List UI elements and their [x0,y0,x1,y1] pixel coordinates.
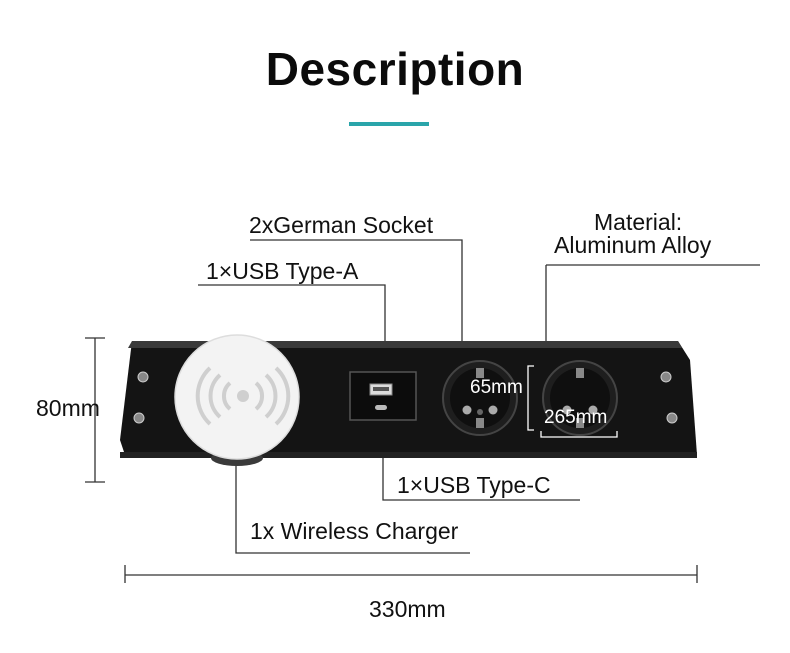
usb-module [349,371,417,421]
label-usb-c: 1×USB Type-C [397,472,551,498]
screw-hole-icon [137,371,149,383]
label-german-socket: 2xGerman Socket [249,212,434,238]
socket-height-bracket [527,365,534,431]
label-material-value: Aluminum Alloy [554,232,712,258]
label-usb-a: 1×USB Type-A [206,258,359,284]
leader-wireless [235,435,470,554]
label-wireless-charger: 1x Wireless Charger [250,518,459,544]
label-material: Material: [594,209,683,235]
socket-width-bracket [540,431,618,438]
label-socket-width: 265mm [544,407,608,428]
leader-german-socket [250,239,463,372]
label-width: 330mm [369,596,446,622]
socket-dim-brackets [527,365,618,438]
height-bracket [85,337,105,483]
socket-panel [120,334,697,466]
screw-hole-icon [660,371,672,383]
german-socket-icon [542,360,618,436]
title-underline [349,122,429,126]
wireless-charging-icon [174,334,300,466]
label-height: 80mm [36,395,100,421]
page-title: Description [265,43,525,95]
screw-hole-icon [666,412,678,424]
panel-bottom-edge [120,452,697,458]
screw-hole-icon [133,412,145,424]
leader-lines [85,239,760,583]
label-socket-height: 65mm [470,377,523,398]
usb-c-port-icon [375,405,387,410]
german-socket-icon [442,360,518,436]
width-bracket [124,565,698,583]
